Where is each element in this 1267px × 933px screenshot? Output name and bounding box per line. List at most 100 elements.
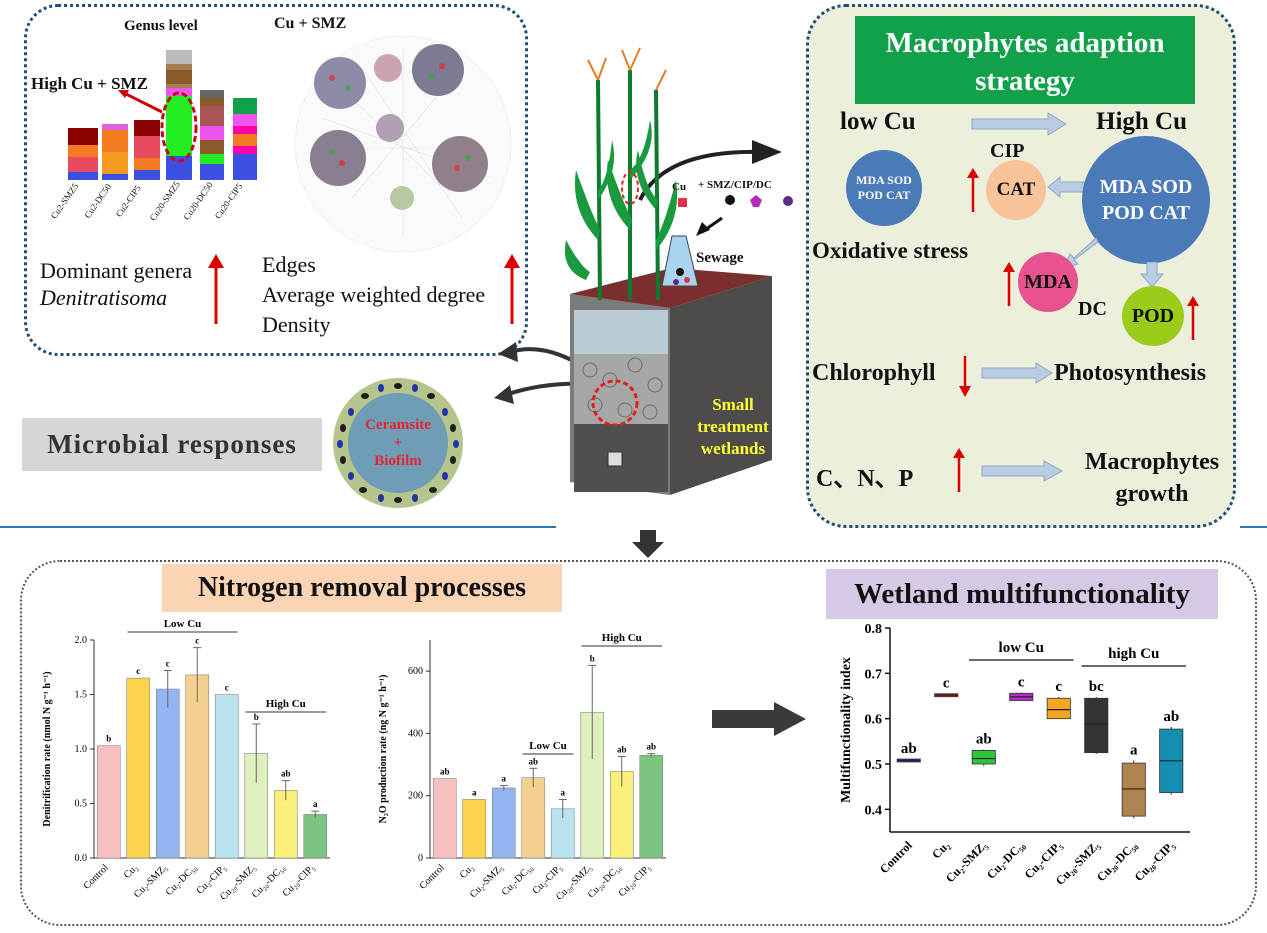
- genus-level-label: Genus level: [124, 18, 198, 34]
- high-cu-smz-label: High Cu + SMZ: [31, 74, 148, 93]
- wetland-label-line1: Small: [712, 395, 754, 414]
- network-module-4: [310, 130, 366, 186]
- x-tick-label: Cu₂₀-CIP₅: [281, 862, 318, 899]
- y-tick-label: 0.4: [865, 803, 883, 818]
- smz-marker: [725, 195, 735, 205]
- network-label: Cu + SMZ: [274, 15, 347, 32]
- bar: [303, 814, 328, 859]
- genus-stacked-bars: [68, 50, 257, 180]
- outlet: [607, 451, 623, 467]
- significance-letter: ab: [1163, 709, 1179, 725]
- ceramsite-line2: +: [393, 435, 403, 451]
- significance-letter: bc: [1089, 679, 1104, 695]
- low-cu-enzyme-l1: MDA SOD: [856, 173, 912, 187]
- group-label: High Cu: [266, 698, 306, 710]
- cu-marker: [678, 198, 687, 207]
- significance-letter: c: [195, 636, 199, 646]
- genus-bar-6: [233, 98, 257, 180]
- significance-letter: c: [225, 683, 229, 693]
- y-tick-label: 200: [408, 791, 423, 802]
- microbial-responses-header: Microbial responses: [22, 418, 322, 471]
- bar: [185, 674, 210, 859]
- significance-letter: ab: [528, 756, 538, 766]
- significance-letter: a: [472, 787, 477, 797]
- significance-letter: c: [1055, 679, 1062, 695]
- significance-letter: ab: [901, 741, 917, 757]
- box: [1046, 697, 1071, 720]
- box: [1084, 697, 1109, 754]
- group-label: high Cu: [1108, 646, 1159, 662]
- oxidative-stress-label: Oxidative stress: [812, 238, 969, 263]
- nitrogen-header: Nitrogen removal processes: [162, 564, 562, 612]
- significance-letter: b: [590, 654, 595, 664]
- y-tick-label: 0.5: [75, 799, 88, 810]
- y-tick-label: 400: [408, 728, 423, 739]
- sewage-flask: [661, 235, 699, 287]
- photosynthesis-label: Photosynthesis: [1054, 360, 1207, 386]
- genus-axis-labels: Cu2-SMZ5 Cu2-DC50 Cu2-CIP5 Cu20-SMZ5 Cu2…: [44, 179, 274, 226]
- x-tick-label: Cu₂-SMZ₅: [943, 838, 990, 885]
- cnp-label: C、N、P: [816, 466, 914, 492]
- up-arrow-icon-2: [504, 254, 520, 324]
- strategy-title-line2: strategy: [975, 65, 1075, 97]
- wetland-label-line2: treatment: [697, 417, 769, 436]
- mda-circle: MDA: [1018, 252, 1078, 312]
- strategy-header: Macrophytes adaption strategy: [855, 16, 1195, 104]
- x-tick-label: Cu₂-DC₅₀: [164, 862, 200, 898]
- x-tick-label: Cu₂: [458, 862, 476, 880]
- genus-tick-2: Cu2-DC50: [82, 181, 114, 221]
- ceramsite-line1: Ceramsite: [365, 417, 431, 433]
- y-tick-label: 0.7: [865, 667, 883, 682]
- bar: [639, 754, 664, 859]
- y-tick-label: 1.5: [75, 690, 88, 701]
- x-tick-label: Control: [81, 862, 111, 892]
- box: [1121, 762, 1146, 817]
- arrow-to-growth: [981, 460, 1064, 482]
- ceramsite-line3: Biofilm: [374, 453, 422, 469]
- avg-degree-text: Average weighted degree: [262, 282, 486, 307]
- genus-tick-1: Cu2-SMZ5: [48, 181, 81, 221]
- y-axis-label: N₂O production rate (ng N g⁻¹ h⁻¹): [378, 675, 389, 824]
- wetland-label-line3: wetlands: [700, 439, 766, 458]
- y-tick-label: 2.0: [75, 635, 88, 646]
- bar: [126, 677, 151, 859]
- growth-line2: growth: [1115, 481, 1189, 507]
- y-tick-label: 0.8: [865, 622, 883, 637]
- high-cu-label: High Cu: [1096, 108, 1188, 135]
- low-cu-label: low Cu: [840, 108, 916, 135]
- group-label: Low Cu: [529, 740, 567, 752]
- significance-letter: ab: [617, 744, 627, 754]
- high-cu-enzyme-circle: MDA SOD POD CAT: [1082, 136, 1210, 264]
- pod-circle: POD: [1122, 286, 1184, 346]
- big-right-arrow: [712, 702, 806, 736]
- high-cu-enzyme-l1: MDA SOD: [1099, 176, 1193, 198]
- bar: [214, 694, 239, 859]
- x-tick-label: Cu₂-DC₅₀: [984, 838, 1028, 882]
- y-tick-label: 0: [418, 853, 423, 864]
- genus-tick-4: Cu20-SMZ5: [147, 179, 182, 223]
- strategy-title-line1: Macrophytes adaption: [885, 27, 1165, 59]
- dc-label: DC: [1078, 298, 1107, 320]
- bar: [521, 777, 546, 859]
- wetland-top: [570, 268, 772, 308]
- bar: [273, 790, 298, 859]
- high-cu-enzyme-l2: POD CAT: [1102, 202, 1190, 224]
- up-arrow-icon-pod: [1187, 296, 1199, 340]
- network-module-5: [376, 114, 404, 142]
- y-axis-label: Multifunctionality index: [839, 657, 854, 803]
- significance-letter: c: [1018, 674, 1025, 690]
- network-module-7: [390, 186, 414, 210]
- genus-bar-5: [200, 90, 224, 180]
- significance-letter: b: [254, 712, 259, 722]
- bar: [432, 778, 457, 859]
- arrow-to-cat: [1047, 176, 1085, 198]
- dominant-genera-text: Dominant genera: [40, 258, 193, 283]
- y-tick-label: 0.5: [865, 758, 883, 773]
- significance-letter: ab: [440, 767, 450, 777]
- separator-right: [1240, 526, 1267, 528]
- separator-left: [0, 526, 556, 528]
- x-tick-label: Cu₂: [122, 862, 140, 880]
- arrow-to-photosynthesis: [981, 362, 1053, 384]
- significance-letter: ab: [646, 742, 656, 752]
